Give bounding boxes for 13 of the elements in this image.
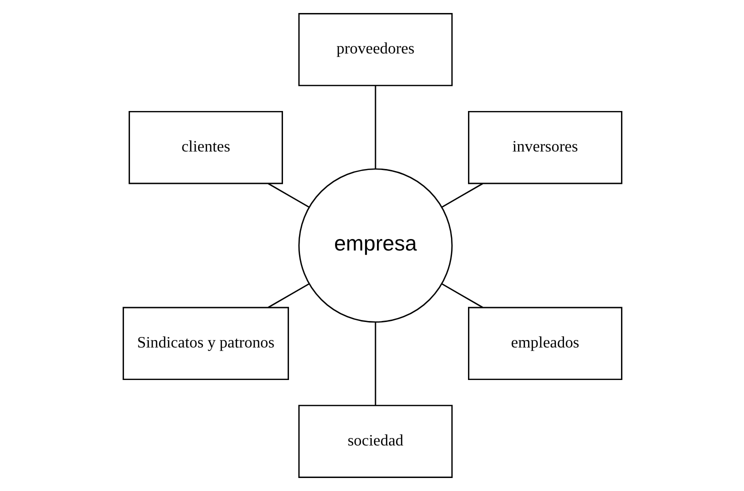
node-circle: empresa bbox=[298, 168, 452, 323]
connector bbox=[267, 283, 309, 308]
connector bbox=[374, 322, 376, 406]
node-box: Sindicatos y patronos bbox=[122, 306, 288, 380]
node-box: sociedad bbox=[298, 404, 452, 478]
connector bbox=[441, 283, 482, 308]
node-box: proveedores bbox=[298, 12, 452, 86]
connector bbox=[374, 86, 376, 169]
node-box: clientes bbox=[128, 110, 282, 184]
connector bbox=[441, 183, 482, 208]
node-box: inversores bbox=[467, 110, 622, 184]
node-box: empleados bbox=[467, 306, 622, 380]
connector bbox=[267, 183, 309, 208]
